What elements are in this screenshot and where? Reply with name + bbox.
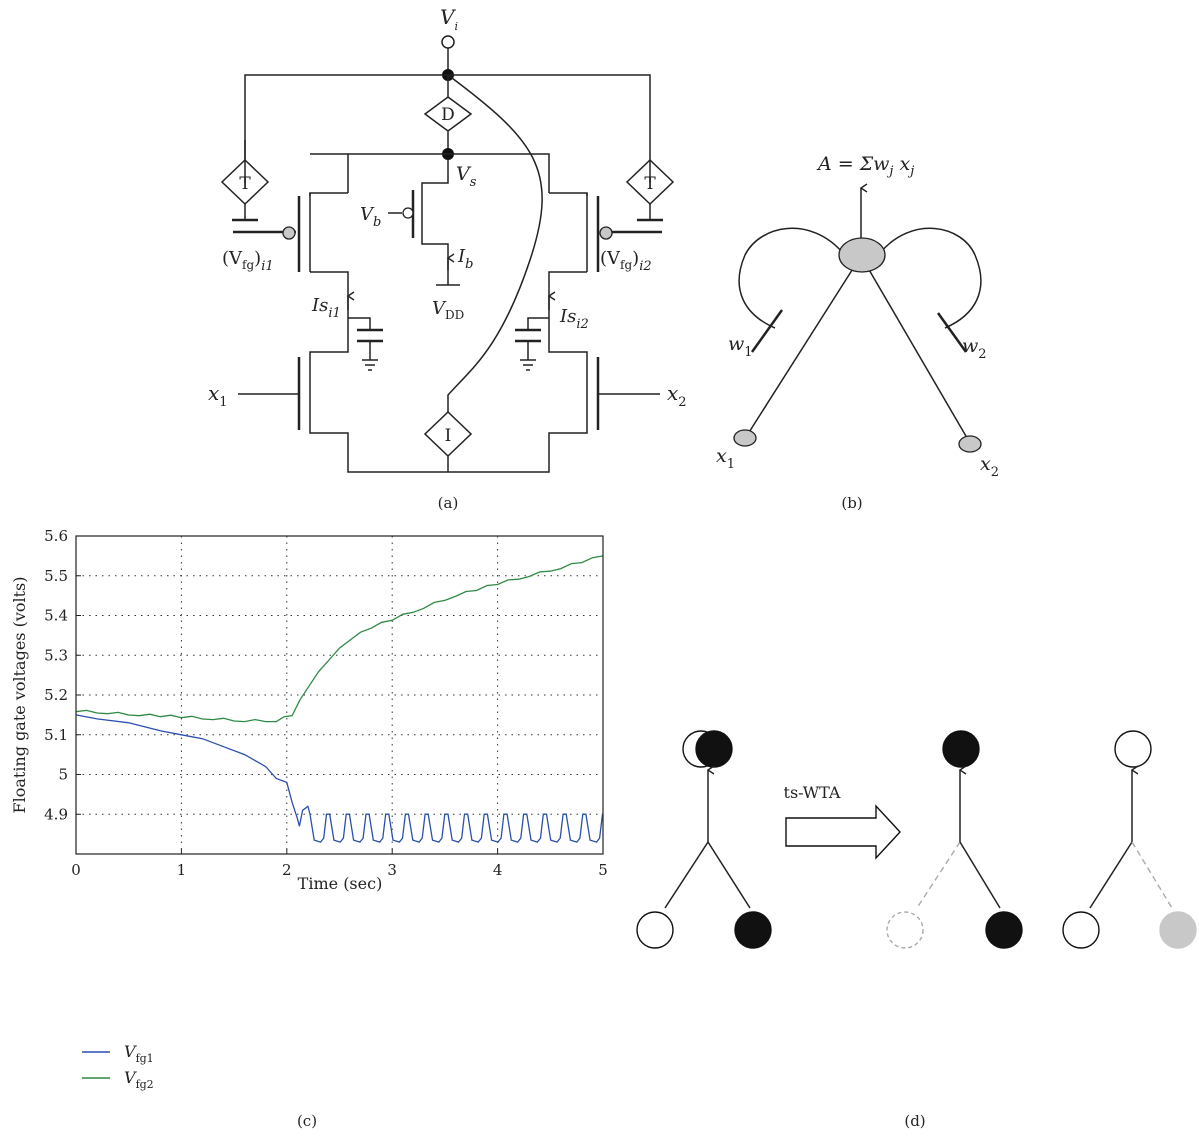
after1-output-neuron: [942, 730, 980, 768]
ts-wta-label: ts-WTA: [784, 783, 841, 802]
fg1-source: [309, 192, 348, 196]
chart-grid: [76, 536, 603, 854]
after1-right-dendrite: [959, 841, 1001, 909]
d-label: D: [441, 105, 455, 125]
y-tick-label: 4.9: [44, 805, 68, 823]
x1-label-b: x1: [716, 445, 735, 472]
x2-label: x2: [667, 381, 687, 410]
x-axis-label: Time (sec): [298, 874, 383, 893]
x-tick-label: 0: [71, 861, 81, 879]
x2-label-b: x2: [980, 453, 999, 480]
ts-wta-arrow: [785, 804, 901, 860]
before-input-left: [636, 911, 674, 949]
legend-label-vfg2: Vfg2: [124, 1068, 154, 1091]
after1-input-left-inactive: [886, 911, 924, 949]
x1-label: x1: [208, 381, 228, 410]
input-pair-wiring: [309, 312, 588, 473]
t-left-label: T: [239, 174, 251, 194]
caption-a: (a): [438, 494, 459, 512]
t-right-label: T: [644, 174, 656, 194]
y-tick-label: 5.4: [44, 607, 68, 625]
before-left-dendrite: [664, 841, 709, 909]
legend-label-vfg1: Vfg1: [124, 1042, 154, 1065]
after1-input-right: [985, 911, 1023, 949]
is1-label: Isi1: [311, 295, 341, 321]
x-tick-label: 2: [282, 861, 292, 879]
i-label: I: [445, 426, 452, 446]
y-tick-label: 5.6: [44, 527, 68, 545]
w2-label: w2: [962, 335, 987, 362]
y-tick-label: 5.5: [44, 567, 68, 585]
w1-label: w1: [728, 333, 753, 360]
w1-feedback-arc: [738, 227, 844, 329]
x-tick-label: 1: [177, 861, 187, 879]
y-tick-label: 5.2: [44, 686, 68, 704]
vs-label: Vs: [456, 163, 477, 190]
vfg1-label: (Vfg)i1: [222, 248, 274, 274]
x1-input-node: [733, 429, 757, 447]
before-input-right: [734, 911, 772, 949]
series-V_fg2: [75, 555, 604, 723]
after1-left-dendrite-pruned: [916, 841, 961, 909]
cap1-lead: [348, 317, 371, 330]
before-right-dendrite: [707, 841, 751, 909]
vi-terminal: [441, 35, 455, 49]
vs-bus-right: [448, 153, 550, 193]
after2-output-neuron: [1114, 730, 1152, 768]
caption-d: (d): [904, 1112, 925, 1130]
output-neuron-before: [695, 730, 733, 768]
after2-right-dendrite-pruned: [1131, 841, 1173, 909]
y-tick-label: 5.3: [44, 646, 68, 664]
x-tick-label: 3: [387, 861, 397, 879]
chart-ticks: 0 1 2 3 4 5 4.9 5 5.1 5.2 5.3 5.4 5.5 5.6: [44, 527, 608, 879]
formula: A = Σwj xj: [816, 153, 914, 179]
chart-series: [75, 555, 604, 843]
soma: [838, 237, 886, 273]
vb-label: Vb: [360, 204, 381, 230]
x2-dendrite: [860, 255, 971, 444]
after2-input-right-inactive: [1159, 911, 1197, 949]
x-tick-label: 5: [598, 861, 608, 879]
ib-label: Ib: [457, 246, 473, 272]
x2-input-node: [958, 435, 982, 453]
w2-feedback-arc: [879, 227, 982, 329]
w2-synapse: [936, 312, 968, 353]
after2-left-dendrite: [1089, 841, 1133, 909]
series-V_fg1: [75, 714, 604, 843]
w1-synapse: [750, 309, 784, 353]
after2-input-left: [1062, 911, 1100, 949]
is2-label: Isi2: [559, 306, 589, 332]
x-tick-label: 4: [493, 861, 503, 879]
vs-bus-left: [310, 153, 349, 193]
feedback-wire: [447, 74, 543, 412]
vdd-label: VDD: [432, 298, 464, 322]
caption-c: (c): [297, 1112, 317, 1130]
panel-d-wta: ts-WTA (d): [636, 730, 1197, 1130]
bias-transistor-channel: [421, 160, 449, 285]
cap2-lead: [527, 317, 549, 330]
x1-dendrite: [745, 255, 862, 438]
y-tick-label: 5: [58, 766, 68, 784]
vi-label: Vi: [440, 5, 458, 33]
fg1-node: [282, 226, 296, 240]
vb-bubble: [402, 207, 414, 219]
y-axis-label: Floating gate voltages (volts): [10, 576, 29, 813]
fg2-source: [549, 192, 588, 196]
fg2-node: [599, 226, 613, 240]
vfg2-label: (Vfg)i2: [600, 248, 652, 274]
caption-b: (b): [841, 494, 862, 512]
y-tick-label: 5.1: [44, 726, 68, 744]
panel-a-circuit: Vi D Vs T T (Vfg)i1: [208, 5, 687, 512]
panel-b-neuron: A = Σwj xj w1 w2 x1 x2 (b): [716, 153, 999, 512]
